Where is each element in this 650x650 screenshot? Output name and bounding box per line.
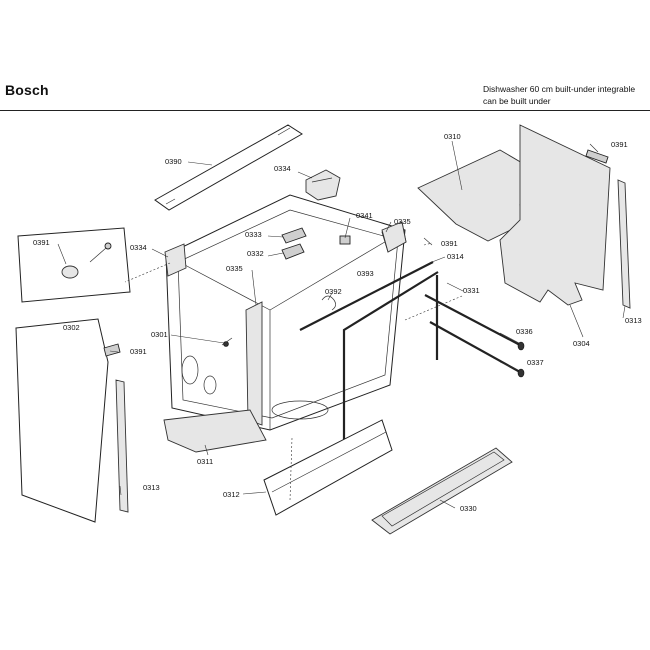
part-0304-side-panel	[499, 124, 611, 306]
label-0334-left: 0334	[130, 243, 147, 252]
label-0313-left: 0313	[143, 483, 160, 492]
part-tub-frame	[164, 194, 407, 431]
label-0313-right: 0313	[625, 316, 642, 325]
label-0334-top: 0334	[274, 164, 291, 173]
part-0336-roller	[424, 294, 525, 351]
part-0330-base-tray	[371, 447, 513, 535]
part-0332-clip	[281, 243, 305, 260]
label-0390: 0390	[165, 157, 182, 166]
label-0301: 0301	[151, 330, 168, 339]
inset-0391-screw-kit	[17, 227, 131, 303]
label-0332: 0332	[247, 249, 264, 258]
part-0391-bracket-left	[103, 343, 121, 357]
brand-name: Bosch	[5, 82, 49, 98]
part-0301-screw	[221, 337, 233, 347]
leader-lines	[57, 140, 626, 509]
label-0314: 0314	[447, 252, 464, 261]
label-0393: 0393	[357, 269, 374, 278]
part-0331-rail	[342, 271, 439, 440]
label-0391-top-right: 0391	[611, 140, 628, 149]
label-0311: 0311	[197, 457, 213, 466]
part-0311-plinth	[163, 409, 267, 453]
label-0335-right: 0335	[394, 217, 411, 226]
label-0391-inset: 0391	[33, 238, 50, 247]
label-0310: 0310	[444, 132, 461, 141]
model-line-2: can be built under	[483, 96, 551, 106]
part-0390-top-cover	[154, 124, 303, 211]
part-0314-rail	[299, 261, 434, 331]
model-line-1: Dishwasher 60 cm built-under integrable	[483, 84, 636, 94]
part-0313-seal-left	[115, 379, 129, 513]
label-0330: 0330	[460, 504, 477, 513]
part-0341-bracket	[339, 235, 351, 245]
label-0392: 0392	[325, 287, 342, 296]
part-0391-bracket-top	[585, 149, 609, 164]
part-0334-latch-top	[305, 169, 341, 201]
label-0335-left: 0335	[226, 264, 243, 273]
part-0313-seal-right	[617, 179, 631, 309]
label-0391-center: 0391	[441, 239, 458, 248]
label-0341: 0341	[356, 211, 373, 220]
label-0304: 0304	[573, 339, 590, 348]
model-description: Dishwasher 60 cm built-under integrable …	[483, 83, 635, 107]
label-0333: 0333	[245, 230, 262, 239]
label-0312: 0312	[223, 490, 240, 499]
label-0336: 0336	[516, 327, 533, 336]
part-0302-door-panel	[15, 318, 109, 523]
part-0333-clip	[281, 227, 307, 244]
part-number-labels: 0390 0334 0310 0391 0341 0335 0333 0332 …	[33, 132, 642, 513]
header-divider	[0, 110, 650, 111]
label-0391-left: 0391	[130, 347, 147, 356]
label-0302: 0302	[63, 323, 80, 332]
assembly-dashed-lines	[124, 242, 463, 501]
part-0337-roller	[429, 321, 525, 378]
part-0312-lower-cover	[263, 419, 393, 516]
label-0331: 0331	[463, 286, 480, 295]
label-0337: 0337	[527, 358, 544, 367]
part-0335-hinge	[381, 221, 407, 253]
part-0392-hook	[321, 295, 336, 311]
